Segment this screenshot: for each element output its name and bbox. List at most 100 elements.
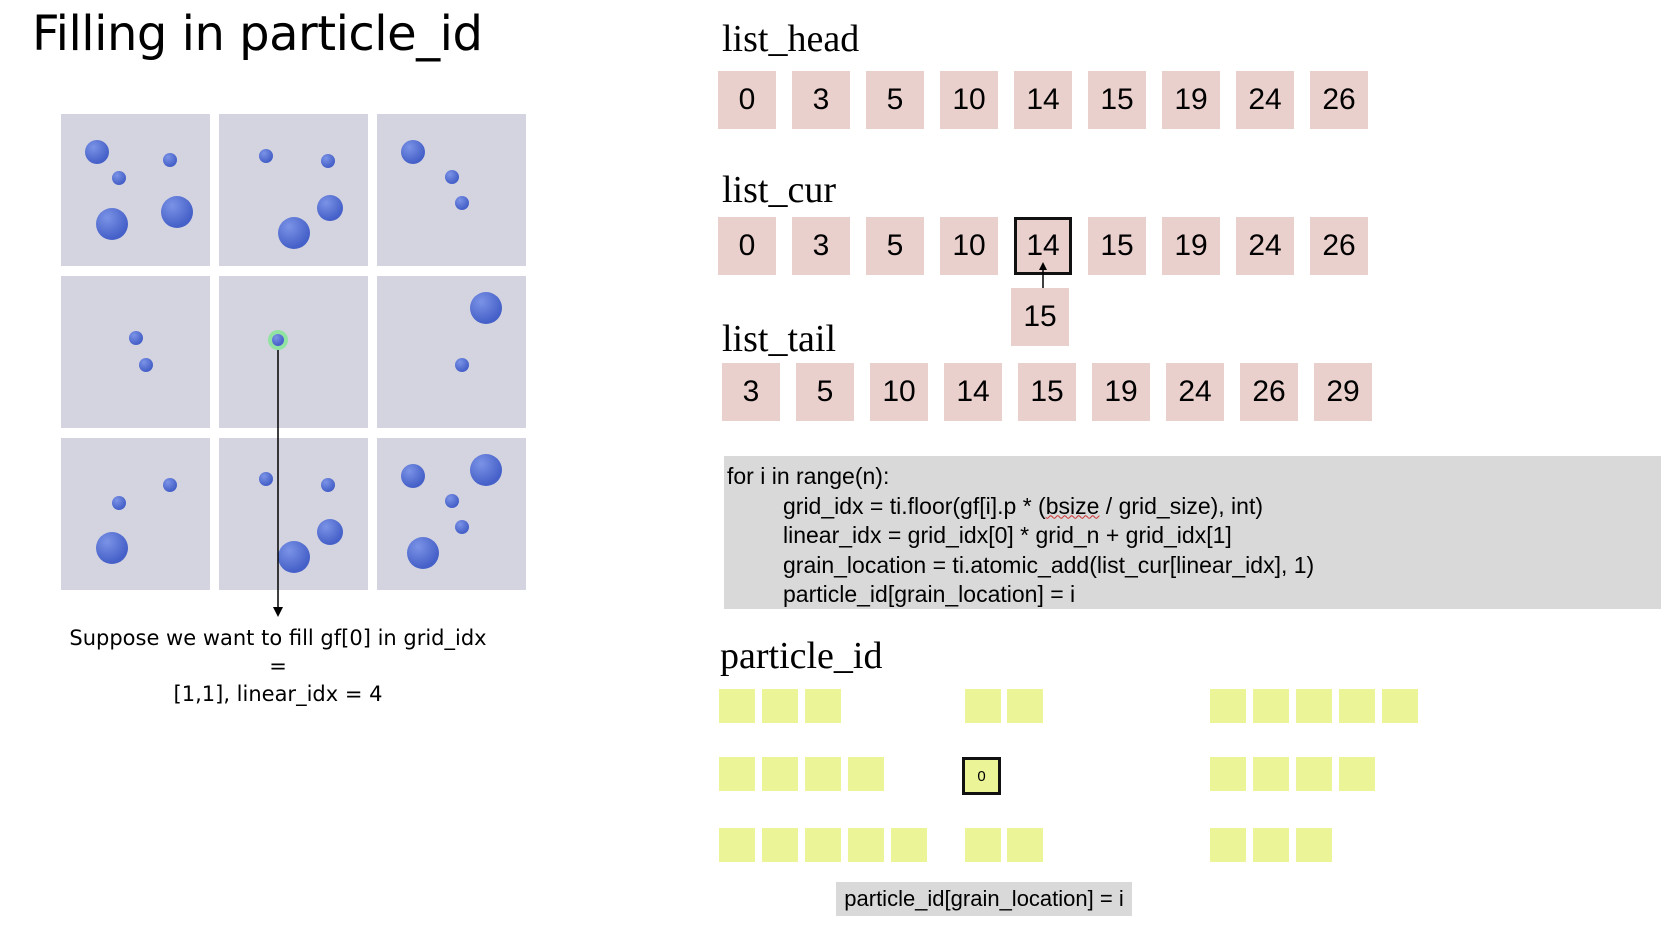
list-tail-cell: 26 [1240, 363, 1298, 421]
list-head-cell: 19 [1162, 71, 1220, 129]
particle [278, 217, 310, 249]
particle [259, 149, 273, 163]
particle [470, 454, 502, 486]
particle [401, 464, 425, 488]
particle-slot [1382, 689, 1418, 723]
particle-slot [1296, 689, 1332, 723]
particle [401, 140, 425, 164]
list-tail-cell: 24 [1166, 363, 1224, 421]
particle-slot-highlighted: 0 [962, 757, 1001, 795]
particle-slot [805, 828, 841, 862]
particle [470, 292, 502, 324]
particle [163, 153, 177, 167]
particle-slot [1253, 689, 1289, 723]
particle [321, 154, 335, 168]
particle-slot [719, 689, 755, 723]
particle [112, 171, 126, 185]
particle [278, 541, 310, 573]
particle-slot [1210, 689, 1246, 723]
particle-slot [762, 757, 798, 791]
code-block: for i in range(n): grid_idx = ti.floor(g… [724, 456, 1661, 609]
particle [407, 537, 439, 569]
grid-cell-1-0 [61, 276, 210, 428]
particle-slot [719, 757, 755, 791]
list-head-label: list_head [722, 18, 860, 60]
particle [139, 358, 153, 372]
code-line: particle_id[grain_location] = i [783, 581, 1076, 607]
slide-title: Filling in particle_id [32, 6, 483, 62]
list-cur-row: 0 3 5 10 14 15 19 24 26 [718, 217, 1384, 275]
particle-slot [1007, 828, 1043, 862]
code-text: / grid_size), int) [1099, 492, 1264, 519]
list-tail-cell: 3 [722, 363, 780, 421]
particle-slot [719, 828, 755, 862]
grid-caption: Suppose we want to fill gf[0] in grid_id… [58, 624, 498, 708]
list-head-cell: 5 [866, 71, 924, 129]
caption-line: [1,1], linear_idx = 4 [173, 682, 383, 706]
particle-slot [762, 689, 798, 723]
particle-slot [965, 689, 1001, 723]
list-tail-row: 3 5 10 14 15 19 24 26 29 [722, 363, 1388, 421]
particle-slot [1296, 828, 1332, 862]
list-cur-label: list_cur [722, 169, 836, 211]
list-head-cell: 3 [792, 71, 850, 129]
particle-id-label: particle_id [720, 635, 883, 677]
list-head-cell: 0 [718, 71, 776, 129]
particle-slot [891, 828, 927, 862]
grid-cell-1-2 [377, 276, 526, 428]
particle-grid [61, 114, 526, 590]
particle-slot [1253, 828, 1289, 862]
particle [317, 195, 343, 221]
particle-slot [1296, 757, 1332, 791]
list-cur-cell: 5 [866, 217, 924, 275]
particle [321, 478, 335, 492]
list-cur-cell: 24 [1236, 217, 1294, 275]
list-head-row: 0 3 5 10 14 15 19 24 26 [718, 71, 1384, 129]
particle-slot [1339, 689, 1375, 723]
list-tail-cell: 10 [870, 363, 928, 421]
list-cur-cell: 10 [940, 217, 998, 275]
grid-cell-2-0 [61, 438, 210, 590]
particle [455, 358, 469, 372]
list-head-cell: 24 [1236, 71, 1294, 129]
particle-slot [1210, 828, 1246, 862]
particle [96, 208, 128, 240]
list-cur-cell: 15 [1088, 217, 1146, 275]
increment-arrow [1039, 262, 1047, 288]
particle-slot [805, 757, 841, 791]
particle [129, 331, 143, 345]
particle-slot [848, 757, 884, 791]
list-cur-cell: 0 [718, 217, 776, 275]
list-tail-label: list_tail [722, 318, 836, 360]
list-cur-cell: 26 [1310, 217, 1368, 275]
list-cur-cell: 19 [1162, 217, 1220, 275]
grid-cell-0-2 [377, 114, 526, 266]
code-text: grid_idx = ti.floor(gf[i].p * ( [783, 492, 1046, 519]
particle-slot [762, 828, 798, 862]
particle [455, 196, 469, 210]
list-cur-increment-value: 15 [1011, 288, 1069, 346]
particle [445, 170, 459, 184]
code-line: for i in range(n): [727, 463, 890, 489]
particle [85, 140, 109, 164]
code-line: grain_location = ti.atomic_add(list_cur[… [783, 551, 1315, 578]
particle [445, 494, 459, 508]
particle [161, 196, 193, 228]
particle [163, 478, 177, 492]
list-tail-cell: 14 [944, 363, 1002, 421]
particle-slot [1253, 757, 1289, 791]
grid-cell-0-1 [219, 114, 368, 266]
particle-slot [1007, 689, 1043, 723]
particle [112, 496, 126, 510]
code-line: linear_idx = grid_idx[0] * grid_n + grid… [783, 522, 1232, 548]
particle-slot [805, 689, 841, 723]
list-head-cell: 14 [1014, 71, 1072, 129]
list-head-cell: 15 [1088, 71, 1146, 129]
list-head-cell: 26 [1310, 71, 1368, 129]
code-line: grid_idx = ti.floor(gf[i].p * (bsize / g… [727, 492, 1658, 522]
particle-slot [1210, 757, 1246, 791]
particle [317, 519, 343, 545]
particle-slot [965, 828, 1001, 862]
grid-cell-2-1 [219, 438, 368, 590]
particle-slot [1339, 757, 1375, 791]
